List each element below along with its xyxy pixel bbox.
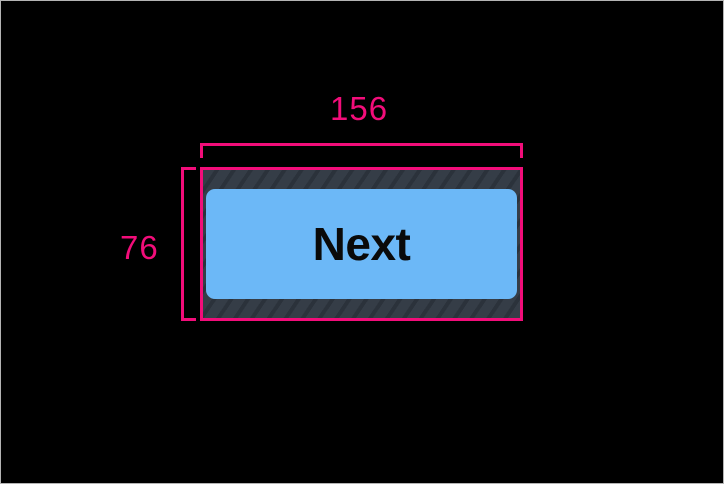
height-dimension-label: 76 xyxy=(120,229,159,266)
next-button[interactable]: Next xyxy=(206,189,517,299)
height-dimension-bracket xyxy=(181,167,196,321)
width-dimension-label: 156 xyxy=(330,90,389,127)
next-button-label: Next xyxy=(312,218,411,270)
highlighted-element-box: Next xyxy=(200,167,523,321)
width-dimension-bracket xyxy=(200,143,523,158)
